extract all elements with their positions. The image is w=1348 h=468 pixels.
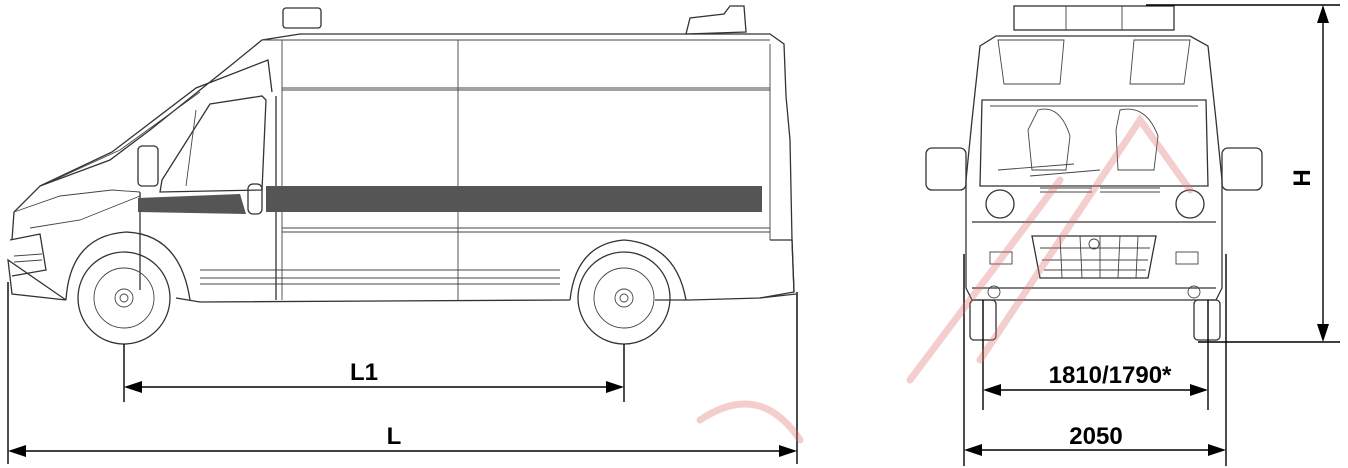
front-mirror-right <box>1221 147 1263 191</box>
front-wheel <box>77 251 171 345</box>
front-mirror-left <box>925 147 967 191</box>
roof-beacon-rear <box>685 5 747 35</box>
width-label: 2050 <box>1069 423 1122 450</box>
wheelbase-dimension: L1 <box>123 344 625 402</box>
rear-wheel-arch <box>569 239 687 301</box>
track-label: 1810/1790* <box>1049 362 1172 389</box>
height-label: H <box>1289 169 1316 186</box>
height-dimension: H <box>1146 4 1340 343</box>
front-view <box>925 5 1263 341</box>
watermark <box>696 113 1194 444</box>
rear-wheel <box>577 251 671 345</box>
wheelbase-label: L1 <box>350 359 378 386</box>
front-bumper <box>9 233 47 277</box>
width-dimension: 2050 <box>963 254 1227 466</box>
side-stripe-front <box>138 194 246 214</box>
front-wheel-arch <box>65 231 191 301</box>
door-window <box>159 95 267 193</box>
front-grille <box>1031 235 1157 279</box>
headlight-left <box>985 189 1015 219</box>
track-dimension: 1810/1790* <box>982 300 1209 410</box>
length-dimension: L <box>7 282 798 464</box>
roof-beacon-front <box>282 7 322 29</box>
front-bumper-front-view <box>972 221 1216 289</box>
side-mirror <box>137 145 159 187</box>
side-view <box>7 5 797 345</box>
length-label: L <box>387 423 402 450</box>
front-windshield <box>979 99 1209 187</box>
front-tire-right <box>1193 299 1221 341</box>
headlight-right <box>1175 189 1205 219</box>
windshield <box>39 59 273 187</box>
van-body-outline <box>7 33 795 303</box>
side-stripe <box>266 186 762 212</box>
roof-light-bar <box>1013 5 1175 31</box>
door-handle <box>247 183 263 215</box>
